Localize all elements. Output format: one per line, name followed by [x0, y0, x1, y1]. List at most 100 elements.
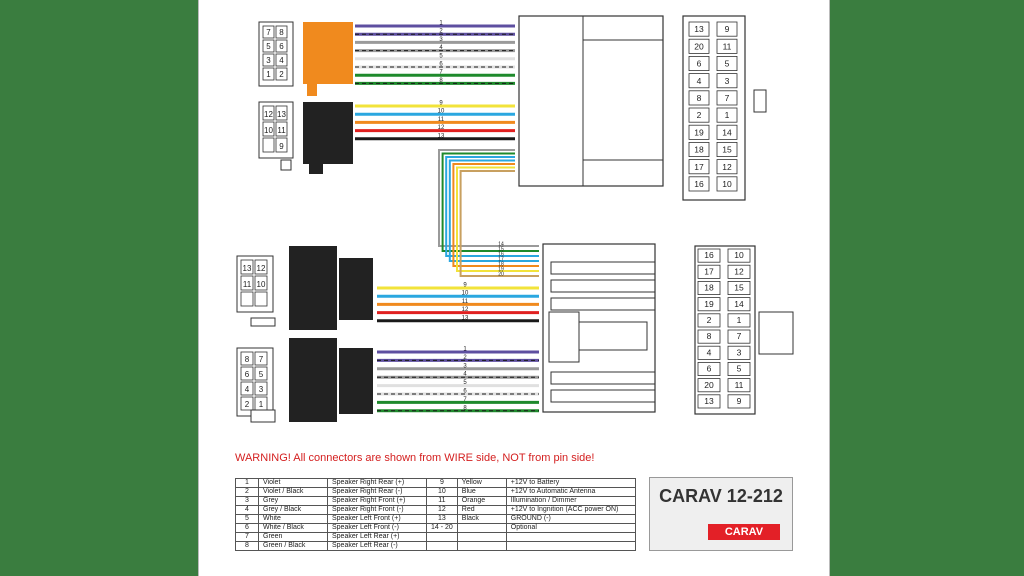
table-cell: Speaker Right Rear (-): [327, 487, 427, 497]
car-connector-top-pin: [688, 159, 710, 175]
car-connector-bottom-pin-label: 5: [737, 364, 742, 374]
iso-connector-a-pin: [262, 25, 275, 39]
car-connector-top-pin-label: 8: [697, 93, 702, 103]
iso-connector-bottom-b-pin-label: 11: [243, 280, 252, 289]
iso-connector-a-pin-label: 1: [266, 70, 271, 79]
table-cell: [505, 541, 636, 551]
wire-label: 11: [438, 117, 445, 123]
car-connector-bottom-pin-label: 14: [734, 299, 744, 309]
brand-box: CARAV 12-212 CARAV: [649, 477, 793, 551]
wire-label: 16: [498, 252, 504, 258]
brand-logo: CARAV: [708, 524, 780, 540]
car-connector-top-pin: [688, 73, 710, 89]
car-connector-top-pin: [688, 21, 710, 37]
wire-label: 13: [438, 133, 445, 139]
car-connector-bottom-pin: [727, 264, 751, 279]
wire-label: 6: [439, 62, 443, 68]
wire-label: 1: [439, 21, 443, 27]
car-connector-top-pin-label: 17: [694, 162, 704, 172]
table-cell: Speaker Right Front (-): [327, 505, 427, 515]
wire-label: 17: [498, 257, 504, 263]
model-title: CARAV 12-212: [659, 486, 783, 506]
iso-connector-bottom-b-pin-label: 12: [257, 264, 266, 273]
car-connector-top-pin-label: 16: [694, 179, 704, 189]
car-connector-bottom-pin: [697, 361, 721, 376]
iso-connector-b-pin-label: 13: [277, 110, 286, 119]
car-connector-top-pin: [716, 159, 738, 175]
car-connector-bottom-pin: [727, 280, 751, 295]
housing-slot: [550, 371, 656, 385]
car-connector-top-pin-label: 15: [722, 145, 732, 155]
table-cell: Orange: [456, 496, 507, 506]
iso-connector-bottom-b-pin: [240, 259, 254, 275]
car-connector-top-pin: [688, 176, 710, 192]
car-connector-top-pin-label: 13: [694, 24, 704, 34]
table-cell: Speaker Left Rear (-): [327, 541, 427, 551]
wire-label: 12: [438, 125, 445, 131]
car-connector-bottom-pin-label: 7: [737, 331, 742, 341]
table-cell: 12: [426, 505, 458, 515]
car-connector-bottom-pin: [697, 329, 721, 344]
table-cell: [426, 541, 458, 551]
car-connector-top-pin: [716, 73, 738, 89]
car-connector-top-pin: [716, 141, 738, 157]
connector-tab: [280, 159, 292, 171]
table-cell: Red: [456, 505, 507, 515]
table-cell: 7: [235, 532, 259, 542]
car-connector-top-pin: [716, 176, 738, 192]
iso-connector-b-pin-label: 10: [264, 126, 273, 135]
iso-connector-bottom-b-pin-label: 10: [257, 280, 266, 289]
black-connector-body: [289, 338, 337, 422]
iso-connector-bottom-b-pin-label: 13: [243, 264, 252, 273]
car-connector-bottom-pin-label: 4: [707, 347, 712, 357]
wire-label: 11: [462, 299, 469, 305]
iso-connector-bottom-b-pin: [254, 259, 268, 275]
car-connector-housing: [542, 243, 656, 413]
wire-label: 9: [439, 101, 443, 107]
table-cell: +12V to Battery: [505, 478, 636, 488]
wire-16: [445, 156, 539, 257]
iso-connector-a-pin: [262, 67, 275, 81]
table-cell: 6: [235, 523, 259, 533]
table-cell: 3: [235, 496, 259, 506]
car-connector-top-pin: [716, 56, 738, 72]
iso-connector-bottom-a-pin: [254, 366, 268, 381]
car-connector-bottom-pin-label: 13: [704, 396, 714, 406]
table-cell: 4: [235, 505, 259, 515]
iso-connector-a-pin: [275, 39, 288, 53]
iso-connector-bottom-a-pin-label: 8: [245, 355, 250, 364]
wire-label: 2: [439, 29, 443, 35]
car-connector-bottom-pin-label: 20: [704, 380, 714, 390]
housing-latch: [578, 321, 648, 351]
iso-connector-b-pin: [262, 121, 275, 137]
housing-line: [582, 39, 664, 161]
housing-slot: [550, 389, 656, 403]
iso-connector-bottom-a-pin: [240, 381, 254, 396]
orange-connector-body: [303, 22, 353, 96]
car-connector-top-pin: [688, 107, 710, 123]
table-cell: White / Black: [258, 523, 328, 533]
car-connector-bottom-pin-label: 12: [734, 266, 744, 276]
car-connector-top-pin-label: 18: [694, 145, 704, 155]
iso-connector-a-pin-label: 2: [279, 70, 284, 79]
table-cell: Speaker Left Front (-): [327, 523, 427, 533]
wire-label: 7: [463, 397, 467, 403]
warning-text: WARNING! All connectors are shown from W…: [235, 452, 595, 464]
car-connector-bottom-pin: [727, 313, 751, 328]
iso-connector-b-pin-label: 12: [264, 110, 273, 119]
iso-connector-bottom-b-pin: [240, 291, 254, 307]
car-connector-top-pin: [716, 124, 738, 140]
iso-connector-bottom-a-pin-label: 6: [245, 370, 250, 379]
table-cell: 11: [426, 496, 458, 506]
iso-connector-bottom-a-pin: [254, 351, 268, 366]
table-cell: Green: [258, 532, 328, 542]
car-connector-top-pin: [716, 38, 738, 54]
black-connector-body: [339, 258, 373, 320]
car-connector-top-pin: [716, 21, 738, 37]
